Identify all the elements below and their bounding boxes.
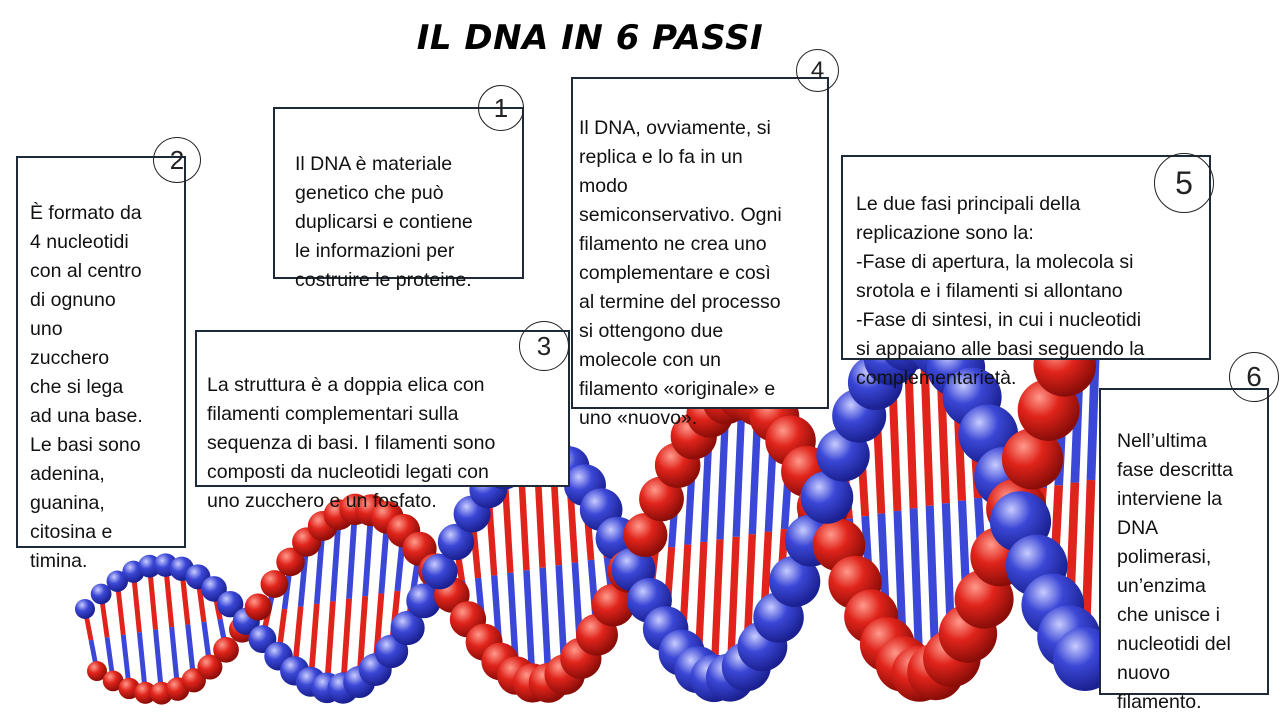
blue-strand-bead xyxy=(422,553,458,590)
step-4-text: Il DNA, ovviamente, si replica e lo fa i… xyxy=(579,117,782,429)
blue-strand-bead xyxy=(800,471,854,524)
blue-strand-bead xyxy=(406,583,442,619)
step-3-box: La struttura è a doppia elica con filame… xyxy=(195,330,570,512)
step-1-text: Il DNA è materiale genetico che può dupl… xyxy=(295,153,473,291)
step-2-box: È formato da 4 nucleotidi con al centro … xyxy=(16,156,186,572)
step-1-number: 1 xyxy=(478,85,524,131)
red-strand-bead xyxy=(134,681,157,704)
red-strand-bead xyxy=(244,593,272,621)
red-strand-bead xyxy=(639,476,684,522)
red-strand-bead xyxy=(213,636,239,663)
red-strand-bead xyxy=(591,583,635,627)
step-5-number: 5 xyxy=(1154,153,1214,213)
red-strand-bead xyxy=(276,547,305,577)
step-6-number: 6 xyxy=(1229,352,1279,402)
step-3-text: La struttura è a doppia elica con filame… xyxy=(207,374,496,512)
step-4-number: 4 xyxy=(796,49,839,92)
step-2-text: È formato da 4 nucleotidi con al centro … xyxy=(30,202,143,572)
blue-strand-bead xyxy=(769,555,821,608)
blue-strand-bead xyxy=(390,610,425,646)
blue-strand-bead xyxy=(106,570,128,592)
step-5-box: Le due fasi principali della replicazion… xyxy=(841,155,1211,389)
step-6-text: Nell’ultima fase descritta interviene la… xyxy=(1117,430,1233,713)
red-strand-bead xyxy=(623,512,668,558)
page-title: IL DNA IN 6 PASSI xyxy=(416,18,764,58)
blue-strand-bead xyxy=(216,590,244,618)
step-6-box: Nell’ultima fase descritta interviene la… xyxy=(1099,388,1269,713)
blue-strand-bead xyxy=(90,583,112,605)
step-2-number: 2 xyxy=(153,137,201,183)
blue-strand-bead xyxy=(437,523,475,561)
red-strand-bead xyxy=(1001,428,1064,490)
step-3-number: 3 xyxy=(519,321,569,371)
blue-strand-bead xyxy=(75,598,95,619)
red-strand-bead xyxy=(87,661,107,682)
red-strand-bead xyxy=(102,670,124,692)
step-1-box: Il DNA è materiale genetico che può dupl… xyxy=(273,107,524,291)
step-5-text: Le due fasi principali della replicazion… xyxy=(856,193,1145,389)
red-strand-bead xyxy=(197,654,223,680)
step-4-box: Il DNA, ovviamente, si replica e lo fa i… xyxy=(571,77,829,429)
red-strand-bead xyxy=(260,570,289,598)
